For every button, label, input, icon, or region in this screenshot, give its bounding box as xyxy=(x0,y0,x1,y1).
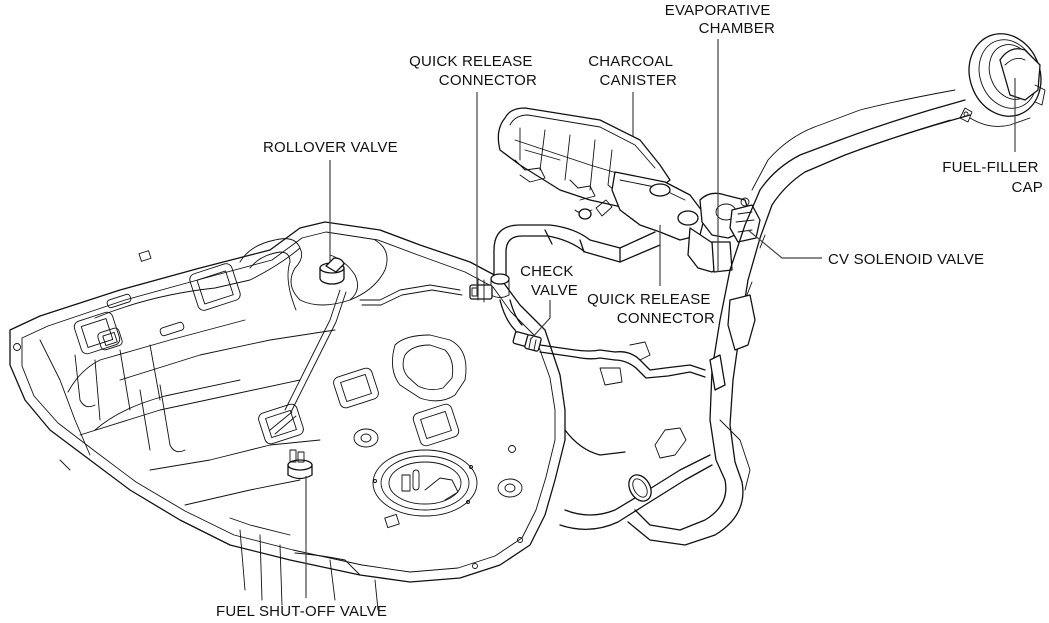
rollover-valve xyxy=(319,257,345,285)
labels: EVAPORATIVE CHAMBER QUICK RELEASE CONNEC… xyxy=(216,2,1043,620)
label-charcoal-canister: CHARCOAL CANISTER xyxy=(588,53,677,89)
label-check-valve: CHECK VALVE xyxy=(520,263,578,299)
fuel-tank xyxy=(9,221,566,611)
label-fuel-shut-off-valve: FUEL SHUT-OFF VALVE xyxy=(216,603,387,620)
charcoal-canister xyxy=(497,107,706,241)
fuel-filler-cap xyxy=(959,33,1046,127)
fuel-filler-pipe xyxy=(599,89,971,546)
fuel-shut-off-valve xyxy=(287,449,313,480)
quick-release-connector xyxy=(469,277,493,303)
label-fuel-filler-cap: FUEL-FILLER CAP xyxy=(942,159,1043,196)
leader-check-valve xyxy=(529,300,551,341)
fuel-pump-unit xyxy=(372,449,478,517)
leader-lines xyxy=(305,39,1016,598)
vapor-hoses xyxy=(490,224,713,530)
leader-cv-solenoid-valve xyxy=(747,229,822,259)
check-valve xyxy=(512,331,542,352)
label-cv-solenoid-valve: CV SOLENOID VALVE xyxy=(828,251,984,268)
label-quick-release-connector-bottom: QUICK RELEASE CONNECTOR xyxy=(587,291,715,327)
label-quick-release-connector-top: QUICK RELEASE CONNECTOR xyxy=(409,53,537,89)
label-rollover-valve: ROLLOVER VALVE xyxy=(263,139,398,156)
label-evaporative-chamber: EVAPORATIVE CHAMBER xyxy=(665,2,775,37)
